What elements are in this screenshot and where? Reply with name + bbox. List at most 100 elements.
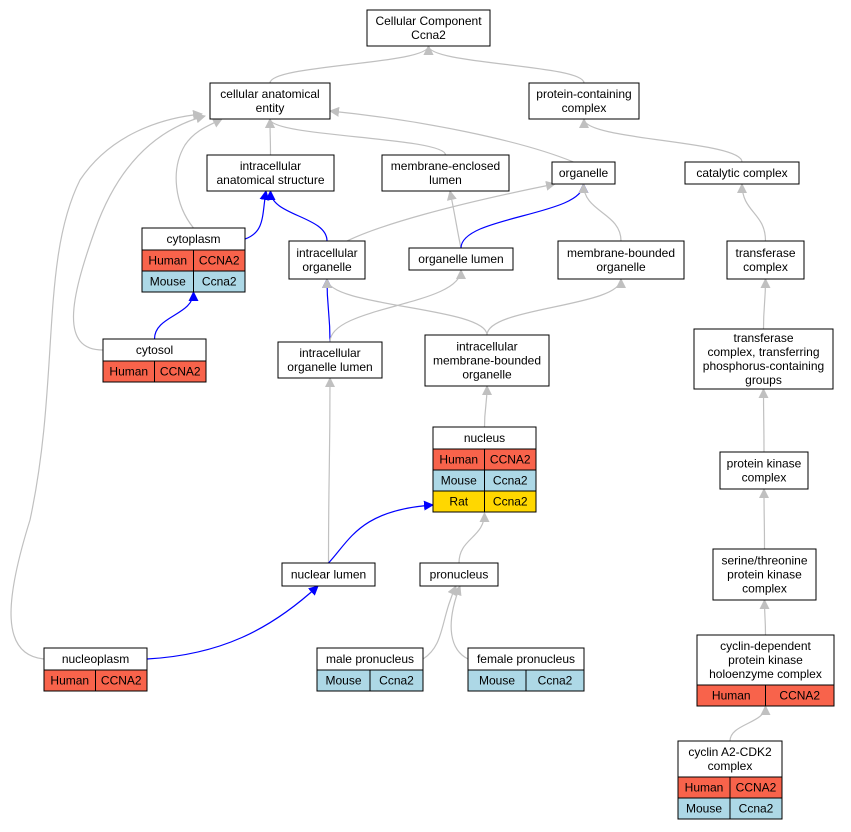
- node-label-line: organelle: [596, 260, 646, 274]
- edge-imbo-to-iorg: [322, 278, 488, 336]
- node-label-line: complex: [742, 471, 787, 485]
- gene-label: Ccna2: [493, 495, 528, 509]
- node-label-line: serine/threonine: [721, 554, 807, 568]
- edge-stpk-to-pkc: [759, 488, 770, 550]
- edge-pcc-to-root: [423, 45, 585, 84]
- node-label-line: lumen: [429, 173, 462, 187]
- gene-cell: [95, 669, 148, 692]
- node-label-line: Cellular Component: [375, 14, 482, 28]
- node-header-box: [288, 240, 366, 280]
- edge-pkc-to-tcp: [758, 388, 769, 453]
- gene-label: CCNA2: [736, 781, 777, 795]
- edge-fpron-to-pron: [450, 585, 469, 660]
- edge-nucleus-to-imbo: [481, 385, 492, 428]
- node-label-line: complex: [562, 101, 607, 115]
- node-header-box: [424, 334, 550, 387]
- node-label-line: intracellular: [240, 159, 301, 173]
- node-label-line: protein-containing: [536, 87, 631, 101]
- node-header-box: [677, 740, 783, 778]
- node-label-line: Ccna2: [411, 28, 446, 42]
- gene-cell: [484, 490, 537, 513]
- node-label-line: organelle: [559, 166, 609, 180]
- species-label: Human: [50, 674, 89, 688]
- node-pronucleus[interactable]: pronucleus: [419, 562, 499, 587]
- node-header-box: [206, 154, 335, 192]
- edge-nplasm-to-cae: [10, 109, 203, 660]
- species-label: Mouse: [325, 674, 361, 688]
- gene-cell: [765, 684, 835, 707]
- species-label: Mouse: [479, 674, 515, 688]
- gene-cell: [154, 360, 207, 383]
- node-label-line: cyclin-dependent: [720, 639, 811, 653]
- node-label-line: female pronucleus: [477, 652, 575, 666]
- gene-cell: [729, 797, 783, 820]
- edges-layer: [10, 45, 771, 742]
- edge-iol-to-olum: [329, 269, 466, 343]
- node-label-line: phosphorus-containing: [703, 359, 824, 373]
- node-catalytic-complex[interactable]: catalytic complex: [684, 161, 800, 185]
- gene-label: CCNA2: [160, 365, 201, 379]
- gene-cell: [193, 270, 246, 293]
- node-organelle[interactable]: organelle: [551, 161, 616, 185]
- node-organelle-lumen[interactable]: organelle lumen: [408, 247, 514, 271]
- node-label-line: intracellular: [296, 246, 357, 260]
- node-header-box: [528, 82, 640, 120]
- node-header-box: [381, 154, 510, 192]
- node-label-line: organelle: [462, 368, 512, 382]
- edge-trans-to-cat: [737, 183, 767, 242]
- edge-olum-to-mel: [446, 190, 462, 249]
- node-header-box: [696, 634, 835, 686]
- node-label-line: transferase: [735, 246, 795, 260]
- gene-label: CCNA2: [779, 689, 820, 703]
- edge-tcp-to-trans: [760, 278, 771, 330]
- node-label-line: intracellular: [299, 346, 360, 360]
- node-header-box: [712, 548, 817, 601]
- edge-mel-to-cae: [265, 118, 447, 156]
- edge-org-to-cae: [329, 106, 574, 163]
- edge-cyto-to-cae: [175, 118, 223, 229]
- species-label: Rat: [449, 495, 468, 509]
- species-label: Human: [148, 254, 187, 268]
- species-label: Human: [712, 689, 751, 703]
- species-label: Mouse: [686, 802, 722, 816]
- node-label-line: cytoplasm: [166, 232, 220, 246]
- node-label-line: cellular anatomical: [220, 87, 319, 101]
- node-label-line: organelle lumen: [287, 360, 372, 374]
- node-header-box: [726, 240, 805, 280]
- node-label-line: nuclear lumen: [291, 568, 366, 582]
- node-header-box: [551, 161, 616, 185]
- node-label-line: complex: [708, 759, 753, 773]
- edge-cytosol-to-cae: [72, 113, 206, 351]
- edge-cae-to-root: [269, 45, 434, 84]
- edge-ias-to-cae: [265, 118, 276, 156]
- node-header-box: [693, 328, 834, 390]
- node-label-line: protein kinase: [728, 653, 803, 667]
- node-nuclear-lumen[interactable]: nuclear lumen: [281, 562, 376, 587]
- node-header-box: [277, 341, 383, 379]
- edge-cytosol-to-cyto: [153, 291, 199, 340]
- node-header-box: [366, 9, 491, 47]
- edge-mbo-to-org: [578, 183, 622, 242]
